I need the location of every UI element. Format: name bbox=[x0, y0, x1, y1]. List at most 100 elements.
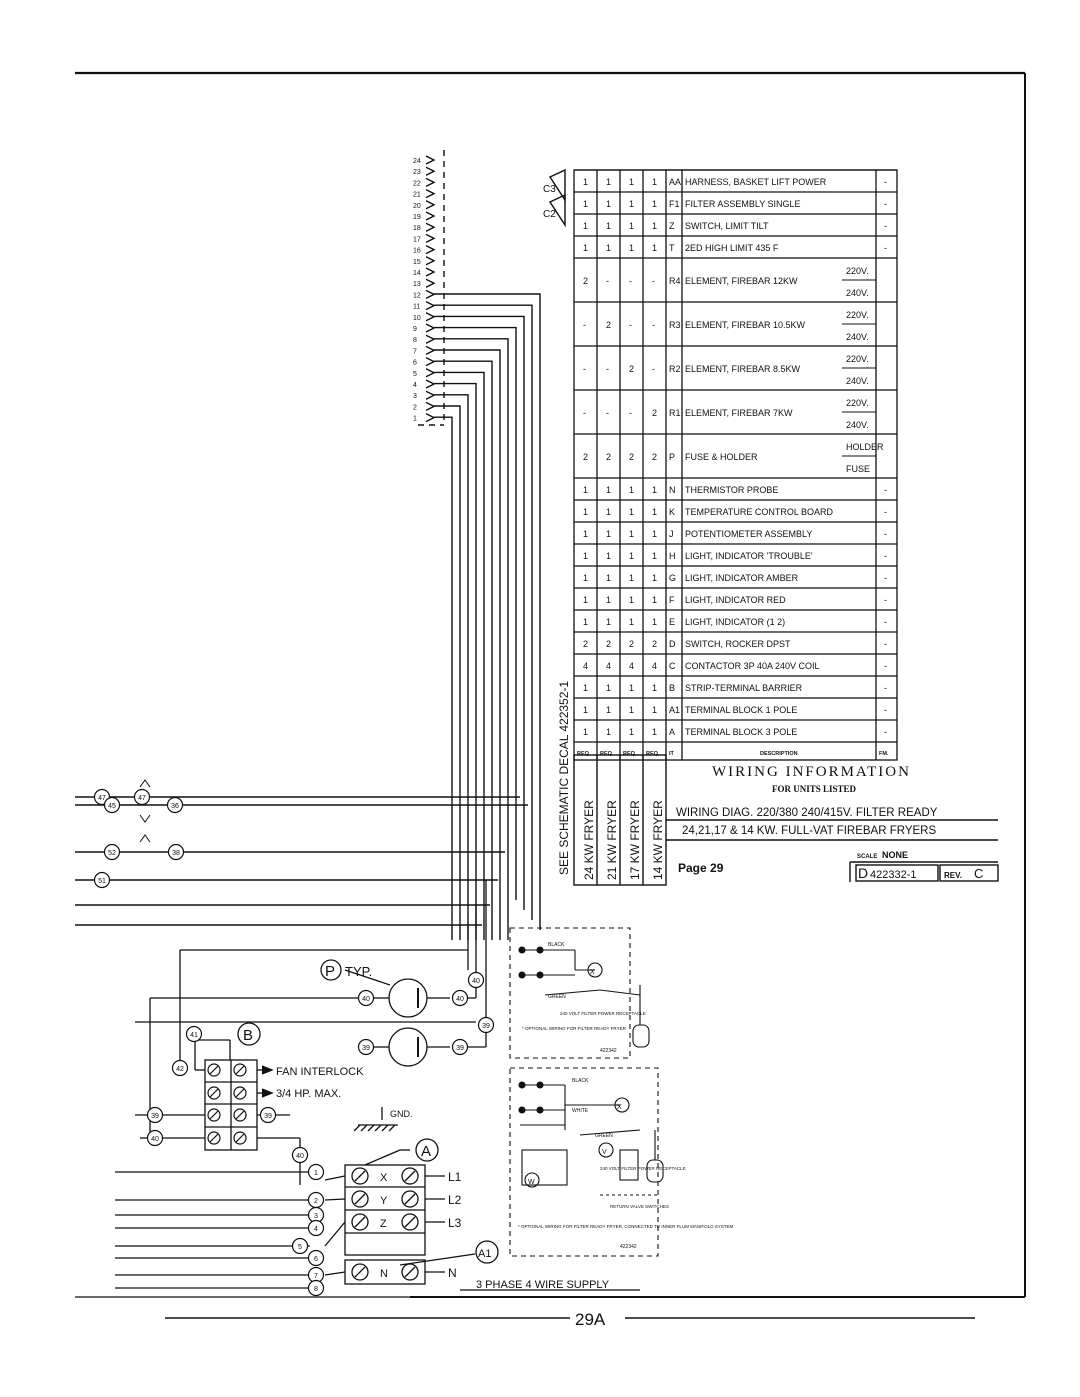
pin-label: 19 bbox=[413, 214, 421, 221]
inset2-note: * OPTIONAL WIRING FOR FILTER READY FRYER… bbox=[518, 1224, 733, 1229]
qty-cell: 1 bbox=[583, 595, 588, 605]
pin-label: 7 bbox=[413, 348, 417, 355]
desc-cell: 2ED HIGH LIMIT 435 F bbox=[685, 243, 779, 253]
fm-bot-cell: 240V. bbox=[846, 420, 869, 430]
qty-cell: 1 bbox=[652, 199, 657, 209]
qty-cell: - bbox=[652, 276, 655, 286]
inset1-x: X bbox=[590, 969, 595, 976]
bundle-wire bbox=[434, 293, 541, 930]
title-line-2: 24,21,17 & 14 KW. FULL-VAT FIREBAR FRYER… bbox=[682, 825, 936, 837]
col-21kw: 21 KW FRYER bbox=[605, 800, 619, 880]
bundle-wire bbox=[434, 371, 485, 940]
pin-chevron bbox=[425, 289, 436, 300]
qty-cell: 1 bbox=[583, 243, 588, 253]
fuse-label: P bbox=[325, 963, 335, 980]
item-header: IT bbox=[669, 751, 675, 757]
qty-cell: 2 bbox=[629, 639, 634, 649]
qty-cell: 1 bbox=[606, 507, 611, 517]
pin-chevron bbox=[425, 188, 436, 199]
wire-number: 45 bbox=[108, 803, 116, 810]
line-l2: L2 bbox=[448, 1193, 462, 1207]
fm-cell: - bbox=[884, 573, 887, 583]
bundle-wire bbox=[434, 394, 469, 940]
item-cell: N bbox=[669, 485, 676, 495]
pin-label: 3 bbox=[413, 393, 417, 400]
desc-cell: POTENTIOMETER ASSEMBLY bbox=[685, 529, 812, 539]
wire-number: 6 bbox=[314, 1256, 318, 1263]
qty-cell: 2 bbox=[606, 639, 611, 649]
pin-label: 4 bbox=[413, 382, 417, 389]
pin-chevron bbox=[425, 166, 436, 176]
fm-bot-cell: 240V. bbox=[846, 288, 869, 298]
bundle-wire bbox=[434, 382, 477, 940]
wire-number-bubble bbox=[451, 1038, 469, 1056]
tb-y: Y bbox=[380, 1195, 388, 1207]
pin-label: 13 bbox=[413, 281, 421, 288]
fm-cell: - bbox=[884, 639, 887, 649]
desc-header: DESCRIPTION bbox=[760, 751, 798, 757]
item-cell: K bbox=[669, 507, 675, 517]
wire-number: 40 bbox=[456, 996, 464, 1003]
qty-cell: 1 bbox=[629, 199, 634, 209]
wire-number-bubble bbox=[291, 1146, 309, 1164]
desc-cell: LIGHT, INDICATOR (1 2) bbox=[685, 617, 785, 627]
qty-cell: - bbox=[652, 364, 655, 374]
qty-cell: 1 bbox=[652, 573, 657, 583]
pin-label: 5 bbox=[413, 371, 417, 378]
qty-cell: 1 bbox=[629, 683, 634, 693]
wire-number-bubble bbox=[357, 989, 375, 1007]
wire-number-bubble bbox=[307, 1249, 325, 1267]
qty-cell: 2 bbox=[583, 452, 588, 462]
rev-mark-c3: C3 bbox=[543, 184, 556, 195]
qty-cell: 1 bbox=[652, 727, 657, 737]
wire-number-bubble bbox=[146, 1106, 164, 1124]
pin-label: 2 bbox=[413, 404, 417, 411]
wire-number-bubble bbox=[307, 1279, 325, 1297]
desc-cell: ELEMENT, FIREBAR 10.5KW bbox=[685, 320, 806, 330]
item-cell: Z bbox=[669, 221, 675, 231]
qty-cell: 1 bbox=[583, 507, 588, 517]
qty-cell: 1 bbox=[629, 177, 634, 187]
page-label: Page 29 bbox=[678, 861, 724, 875]
wire-number: 47 bbox=[138, 795, 146, 802]
inset2-green: GREEN bbox=[595, 1133, 613, 1139]
desc-cell: HARNESS, BASKET LIFT POWER bbox=[685, 177, 827, 187]
qty-cell: 1 bbox=[652, 221, 657, 231]
qty-cell: 1 bbox=[606, 243, 611, 253]
fm-bot-cell: 240V. bbox=[846, 376, 869, 386]
fm-cell: - bbox=[884, 507, 887, 517]
qty-cell: 1 bbox=[606, 683, 611, 693]
bundle-wire bbox=[434, 416, 453, 940]
wire-number-bubble bbox=[133, 788, 151, 806]
qty-cell: - bbox=[652, 320, 655, 330]
fan-hp-label: 3/4 HP. MAX. bbox=[276, 1088, 341, 1100]
qty-cell: 1 bbox=[583, 485, 588, 495]
desc-cell: FUSE & HOLDER bbox=[685, 452, 758, 462]
inset2-part: 422342 bbox=[620, 1244, 637, 1250]
qty-cell: 1 bbox=[606, 221, 611, 231]
pin-label: 17 bbox=[413, 236, 421, 243]
qty-cell: - bbox=[583, 364, 586, 374]
desc-cell: SWITCH, LIMIT TILT bbox=[685, 221, 769, 231]
qty-cell: 1 bbox=[652, 551, 657, 561]
qty-cell: 1 bbox=[629, 595, 634, 605]
line-n: N bbox=[448, 1266, 457, 1280]
desc-cell: TERMINAL BLOCK 1 POLE bbox=[685, 705, 797, 715]
pin-chevron bbox=[425, 222, 436, 232]
bundle-wire bbox=[434, 315, 525, 910]
bundle-wire bbox=[434, 360, 493, 940]
qty-cell: 1 bbox=[583, 683, 588, 693]
wire-number-bubble bbox=[103, 843, 121, 861]
qty-cell: - bbox=[629, 408, 632, 418]
qty-cell: 2 bbox=[629, 364, 634, 374]
pin-chevron bbox=[425, 312, 436, 322]
qty-cell: 1 bbox=[629, 617, 634, 627]
wire-number: 4 bbox=[314, 1226, 318, 1233]
qty-cell: 1 bbox=[606, 551, 611, 561]
wire-number: 39 bbox=[482, 1023, 490, 1030]
fm-cell: - bbox=[884, 551, 887, 561]
fm-cell: - bbox=[884, 595, 887, 605]
qty-cell: 1 bbox=[606, 529, 611, 539]
typ-label: TYP. bbox=[345, 964, 372, 979]
